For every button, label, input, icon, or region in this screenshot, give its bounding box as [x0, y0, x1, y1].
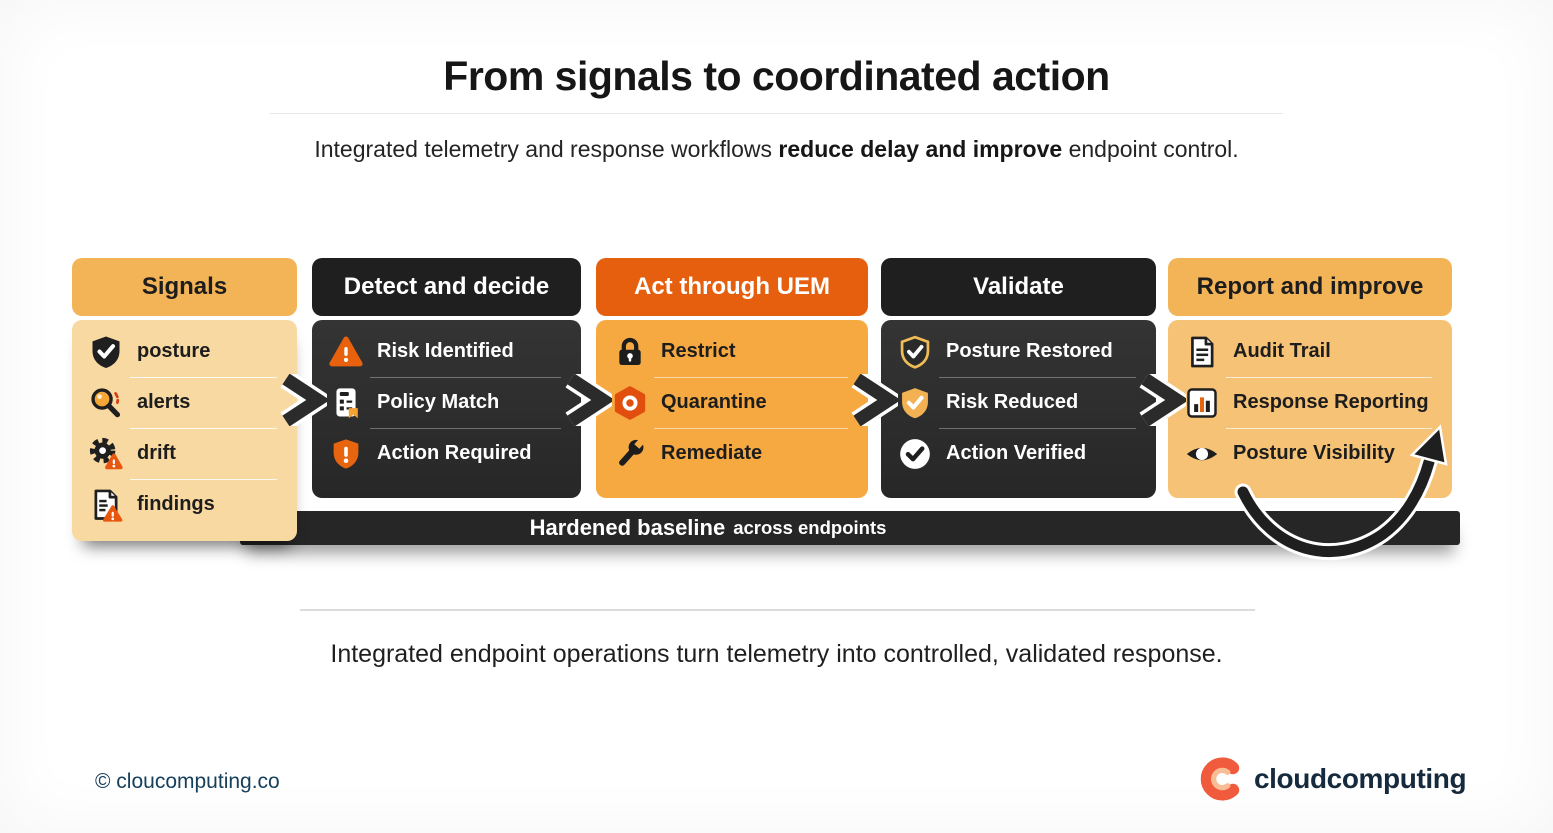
column-header: Report and improve	[1168, 258, 1452, 316]
subtitle-post: endpoint control.	[1062, 136, 1239, 162]
column-body: Risk Identified Policy Match Action Requ…	[312, 320, 581, 498]
caption-text: Integrated endpoint operations turn tele…	[330, 640, 1223, 668]
list-item-label: alerts	[137, 391, 191, 413]
policy-document-icon	[325, 385, 367, 421]
list-item-label: Audit Trail	[1233, 340, 1331, 362]
page-title: From signals to coordinated action	[443, 53, 1110, 99]
list-item-label: Quarantine	[661, 391, 767, 413]
flow-column-detect: Detect and decide Risk Identified Policy…	[312, 258, 581, 498]
list-item: Quarantine	[596, 377, 868, 429]
list-item-label: Action Required	[377, 442, 532, 464]
list-item: Risk Reduced	[881, 377, 1156, 429]
title-divider	[270, 113, 1283, 114]
list-item: Response Reporting	[1168, 377, 1452, 429]
list-item: Restrict	[596, 326, 868, 378]
shield-check-icon	[85, 334, 127, 370]
list-item: Risk Identified	[312, 326, 581, 378]
list-item: Remediate	[596, 428, 868, 479]
audit-document-icon	[1181, 334, 1223, 370]
list-item-label: drift	[137, 442, 176, 464]
list-item-label: Response Reporting	[1233, 391, 1429, 413]
quarantine-hexagon-icon	[609, 385, 651, 421]
list-item: findings	[72, 479, 297, 530]
flow-column-report: Report and improve Audit Trail Response …	[1168, 258, 1452, 498]
list-item-label: Posture Restored	[946, 340, 1113, 362]
list-item: posture	[72, 326, 297, 378]
list-item-label: Posture Visibility	[1233, 442, 1395, 464]
brand-c-icon	[1200, 757, 1240, 801]
subtitle: Integrated telemetry and response workfl…	[0, 136, 1553, 163]
shield-alert-icon	[325, 436, 367, 472]
eye-icon	[1181, 436, 1223, 472]
list-item: alerts	[72, 377, 297, 429]
column-header: Validate	[881, 258, 1156, 316]
list-item: Action Required	[312, 428, 581, 479]
chevron-right-icon	[565, 374, 612, 426]
list-item-label: posture	[137, 340, 211, 362]
list-item: Posture Visibility	[1168, 428, 1452, 479]
padlock-icon	[609, 334, 651, 370]
brand-name: cloudcomputing	[1254, 763, 1467, 794]
wrench-icon	[609, 436, 651, 472]
list-item-label: findings	[137, 493, 215, 515]
baseline-banner: Hardened baseline across endpoints	[240, 511, 1460, 545]
circle-check-icon	[894, 436, 936, 472]
flow-column-validate: Validate Posture Restored Risk Reduced A…	[881, 258, 1156, 498]
document-warning-icon	[85, 487, 127, 523]
column-header: Act through UEM	[596, 258, 868, 316]
bar-chart-icon	[1181, 385, 1223, 421]
list-item-label: Remediate	[661, 442, 763, 464]
subtitle-bold: reduce delay and improve	[778, 136, 1063, 162]
caption-divider	[300, 609, 1255, 611]
list-item-label: Risk Reduced	[946, 391, 1079, 413]
list-item: Audit Trail	[1168, 326, 1452, 378]
column-body: Audit Trail Response Reporting Posture V…	[1168, 320, 1452, 498]
list-item: Action Verified	[881, 428, 1156, 479]
banner-bold-text: Hardened baseline	[529, 515, 726, 540]
column-body: Posture Restored Risk Reduced Action Ver…	[881, 320, 1156, 498]
list-item: Posture Restored	[881, 326, 1156, 378]
chevron-right-icon	[1139, 374, 1186, 426]
shield-amber-check-icon	[894, 385, 936, 421]
banner-rest-text: across endpoints	[733, 517, 887, 538]
search-alert-icon	[85, 385, 127, 421]
list-item: Policy Match	[312, 377, 581, 429]
column-header: Signals	[72, 258, 297, 316]
list-item-label: Policy Match	[377, 391, 500, 413]
brand-logo: cloudcomputing	[1198, 756, 1467, 802]
list-item: drift	[72, 428, 297, 480]
chevron-right-icon	[280, 374, 327, 426]
column-body: Restrict Quarantine Remediate	[596, 320, 868, 498]
flow-column-signals: Signals posture alerts drift	[72, 258, 297, 541]
baseline-banner-text: Hardened baseline across endpoints	[300, 511, 1116, 545]
warning-triangle-icon	[325, 334, 367, 370]
flow-column-act: Act through UEM Restrict Quarantine Reme…	[596, 258, 868, 498]
copyright-text: © cloucomputing.co	[95, 770, 280, 793]
list-item-label: Restrict	[661, 340, 736, 362]
chevron-right-icon	[851, 374, 898, 426]
column-header: Detect and decide	[312, 258, 581, 316]
list-item-label: Action Verified	[946, 442, 1087, 464]
column-body: posture alerts drift findings	[72, 320, 297, 541]
list-item-label: Risk Identified	[377, 340, 514, 362]
shield-outline-check-icon	[894, 334, 936, 370]
gear-warning-icon	[85, 436, 127, 472]
subtitle-pre: Integrated telemetry and response workfl…	[314, 136, 779, 162]
